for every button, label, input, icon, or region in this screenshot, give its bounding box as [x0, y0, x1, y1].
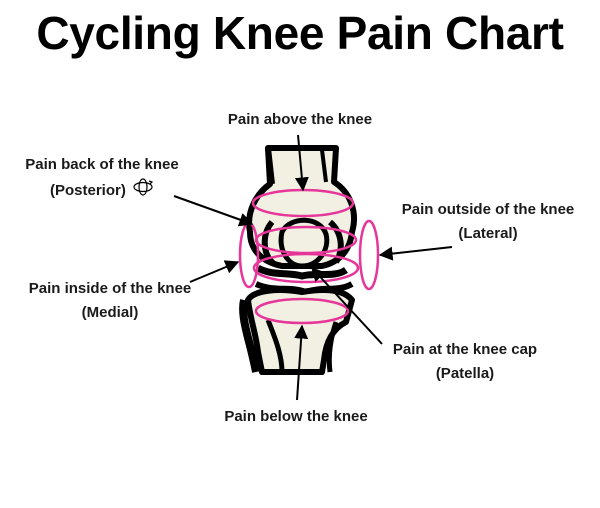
- arrow-outside: [378, 246, 453, 261]
- arrow-kneecap: [311, 266, 383, 345]
- label-outside-knee-line1: Pain outside of the knee: [401, 201, 575, 218]
- arrow-below: [294, 324, 309, 401]
- rotate-icon: [132, 177, 154, 205]
- label-kneecap: Pain at the knee cap (Patella): [370, 338, 560, 386]
- label-back-knee-line2: (Posterior): [4, 177, 200, 205]
- label-back-knee: Pain back of the knee (Posterior): [4, 153, 200, 205]
- below-knee-ring: [254, 297, 350, 325]
- arrow-above: [294, 134, 309, 192]
- label-above-knee: Pain above the knee: [227, 111, 373, 128]
- outside-knee-ring: [358, 219, 380, 291]
- knee-joint-illustration: [239, 145, 357, 375]
- label-outside-knee: Pain outside of the knee (Lateral): [380, 198, 596, 246]
- label-back-knee-line1: Pain back of the knee: [25, 156, 179, 173]
- label-outside-knee-line2: (Lateral): [458, 225, 518, 242]
- fibula-bone: [239, 299, 260, 373]
- label-inside-knee-line1: Pain inside of the knee: [28, 280, 192, 297]
- label-kneecap-line1: Pain at the knee cap: [392, 341, 538, 358]
- label-inside-knee-line2: (Medial): [81, 304, 139, 321]
- arrow-inside: [189, 260, 240, 283]
- kneecap-ring-lower: [252, 252, 360, 284]
- label-below-knee: Pain below the knee: [224, 408, 368, 425]
- page-title: Cycling Knee Pain Chart: [36, 7, 564, 59]
- label-inside-knee: Pain inside of the knee (Medial): [10, 277, 210, 325]
- label-kneecap-line2: (Patella): [435, 365, 495, 382]
- arrow-back: [173, 195, 254, 227]
